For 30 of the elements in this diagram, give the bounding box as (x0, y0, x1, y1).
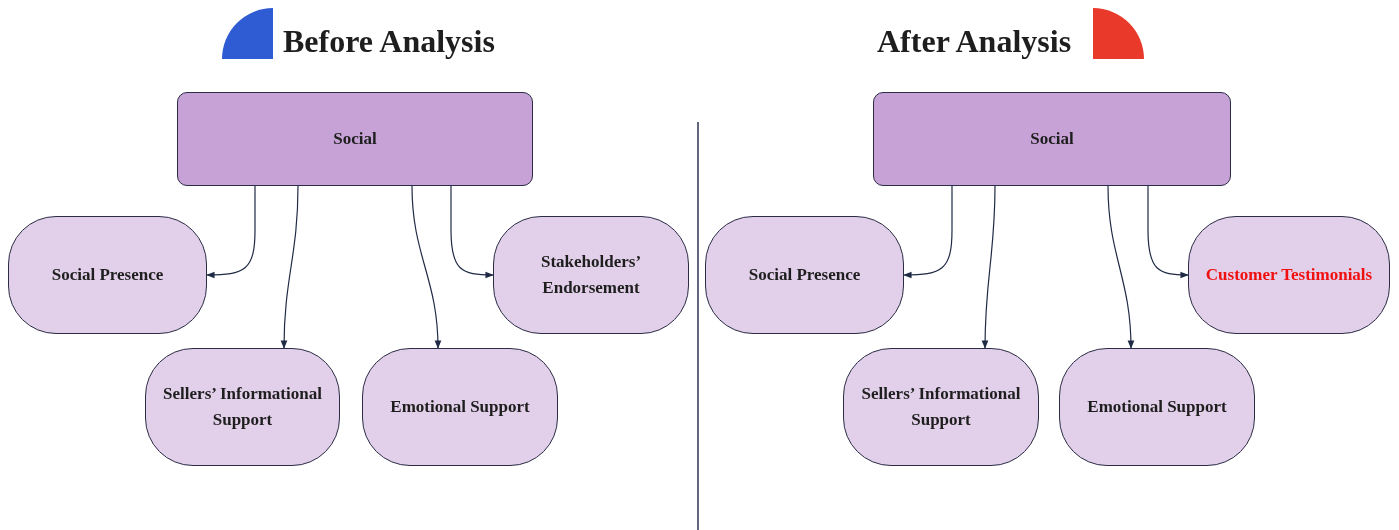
subcategory-pill (705, 216, 904, 334)
node-label: Customer Testimonials (1204, 263, 1374, 286)
subcategory-pill (362, 348, 558, 466)
node-label: Sellers’ Informational Support (162, 382, 323, 431)
node-label: Emotional Support (389, 395, 531, 418)
category-box (177, 92, 533, 186)
subcategory-pill (8, 216, 207, 334)
node-label: Social (332, 127, 378, 150)
arrow (1147, 185, 1189, 279)
arrow (903, 185, 953, 279)
section-heading: After Analysis (877, 25, 1072, 57)
category-box (873, 92, 1231, 186)
subcategory-pill (1059, 348, 1255, 466)
node-label: Sellers’ Informational Support (860, 382, 1022, 431)
node-label: Social (1029, 127, 1075, 150)
arrow (206, 185, 256, 279)
subcategory-pill (493, 216, 689, 334)
section-heading: Before Analysis (283, 25, 495, 57)
arrow (411, 185, 442, 349)
arrow (1107, 185, 1135, 349)
node-label: Social Presence (50, 263, 165, 286)
node-label: Emotional Support (1086, 395, 1228, 418)
node-label: Social Presence (747, 263, 862, 286)
subcategory-pill (843, 348, 1039, 466)
arrow (450, 185, 494, 279)
arrow (981, 185, 996, 349)
subcategory-pill (145, 348, 340, 466)
arrow (280, 185, 299, 349)
subcategory-pill (1188, 216, 1390, 334)
node-label: Stakeholders’ Endorsement (539, 250, 643, 299)
